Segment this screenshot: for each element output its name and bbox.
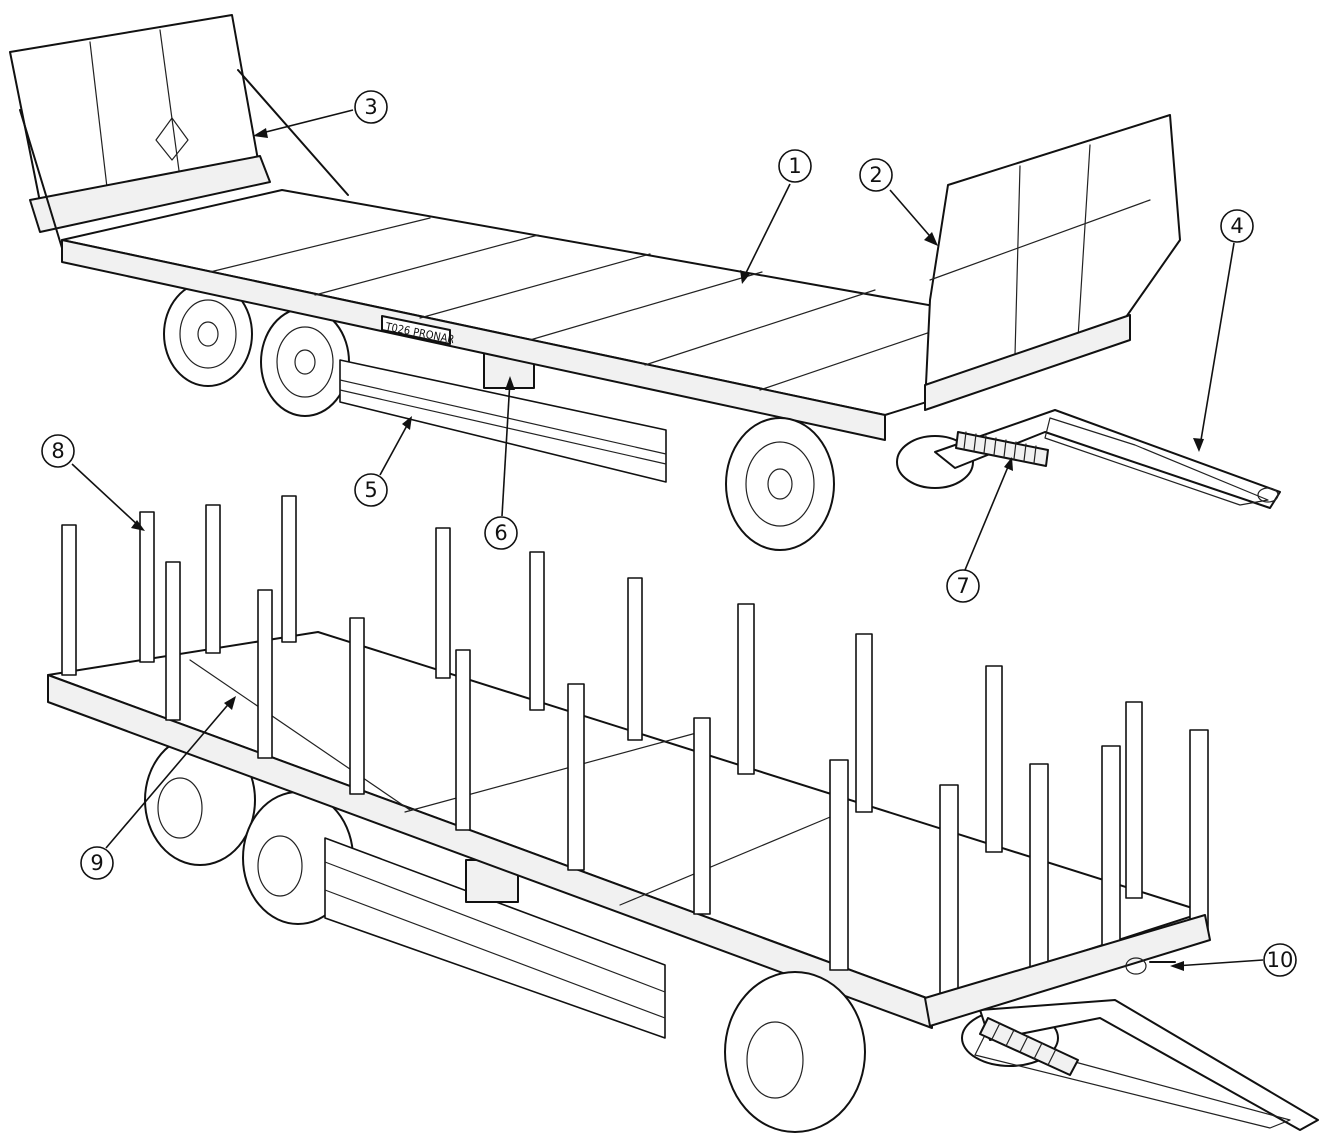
stake-trailer <box>47 495 1319 1133</box>
front-wheel-left <box>725 417 835 551</box>
stake-drawbar-spring <box>979 1017 1079 1076</box>
side-protection-rail <box>339 359 667 483</box>
callout-2: 2 <box>869 163 882 187</box>
stake-side-rail <box>324 837 666 1039</box>
callout-1: 1 <box>788 154 801 178</box>
bale-trailer: T026 PRONAR <box>9 14 1281 551</box>
callouts: 1 2 3 4 5 6 7 8 <box>41 90 1297 977</box>
callout-4: 4 <box>1230 214 1243 238</box>
rear-ladder <box>9 14 349 249</box>
drawbar <box>934 409 1281 509</box>
front-beam <box>924 914 1211 1027</box>
callout-10: 10 <box>1267 948 1294 972</box>
callout-8: 8 <box>51 439 64 463</box>
drawbar-spring <box>955 431 1049 467</box>
callout-5: 5 <box>364 478 377 502</box>
rear-wheel-2 <box>260 307 350 417</box>
front-ladder <box>924 114 1181 411</box>
callout-9: 9 <box>90 851 103 875</box>
callout-6: 6 <box>494 521 507 545</box>
callout-3: 3 <box>364 95 377 119</box>
callout-7: 7 <box>956 574 969 598</box>
stakes <box>61 495 1209 1001</box>
